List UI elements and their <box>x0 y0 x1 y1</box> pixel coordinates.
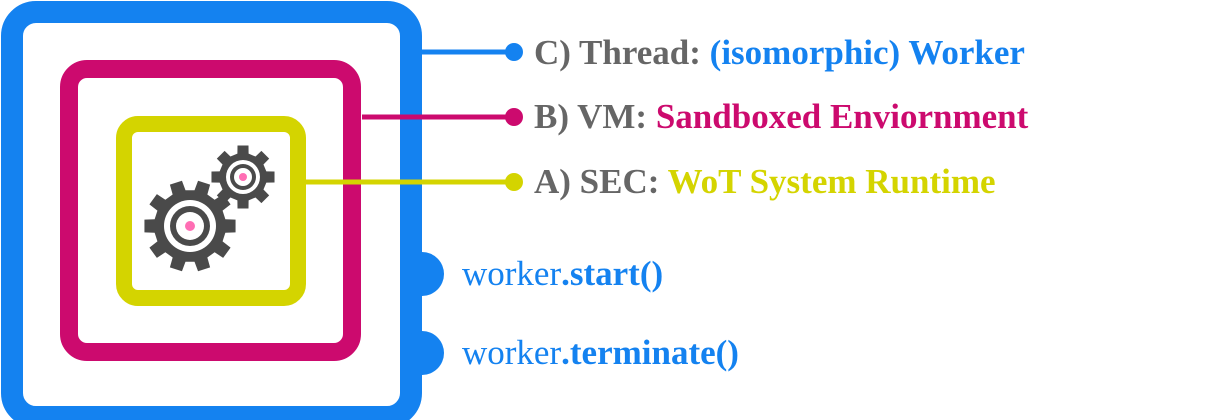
start-tab[interactable] <box>400 252 444 296</box>
terminate-method-call: .terminate() <box>561 333 739 372</box>
vm-label: B) VM: Sandboxed Enviornment <box>534 97 1028 137</box>
vm-dot <box>505 108 523 126</box>
small-gear-center <box>239 173 247 181</box>
start-method-call: .start() <box>561 254 664 293</box>
sec-label: A) SEC: WoT System Runtime <box>534 162 996 202</box>
thread-label: C) Thread: (isomorphic) Worker <box>534 33 1025 73</box>
vm-frame <box>60 60 361 361</box>
thread-label-prefix: C) Thread: <box>534 33 701 72</box>
gears-icon <box>144 145 275 272</box>
sec-dot <box>505 173 523 191</box>
thread-frame <box>1 1 422 420</box>
start-method[interactable]: worker.start() <box>462 254 663 294</box>
vm-label-value: Sandboxed Enviornment <box>655 97 1029 136</box>
terminate-method[interactable]: worker.terminate() <box>462 333 739 373</box>
big-gear-center <box>185 221 195 231</box>
vm-label-prefix: B) VM: <box>534 97 648 136</box>
thread-dot <box>505 43 523 61</box>
sec-label-value: WoT System Runtime <box>667 162 996 201</box>
sec-frame <box>116 116 306 306</box>
thread-label-value: (isomorphic) Worker <box>709 33 1025 72</box>
sec-label-prefix: A) SEC: <box>534 162 660 201</box>
terminate-method-object: worker <box>462 333 562 372</box>
start-method-object: worker <box>462 254 562 293</box>
terminate-tab[interactable] <box>400 331 444 375</box>
